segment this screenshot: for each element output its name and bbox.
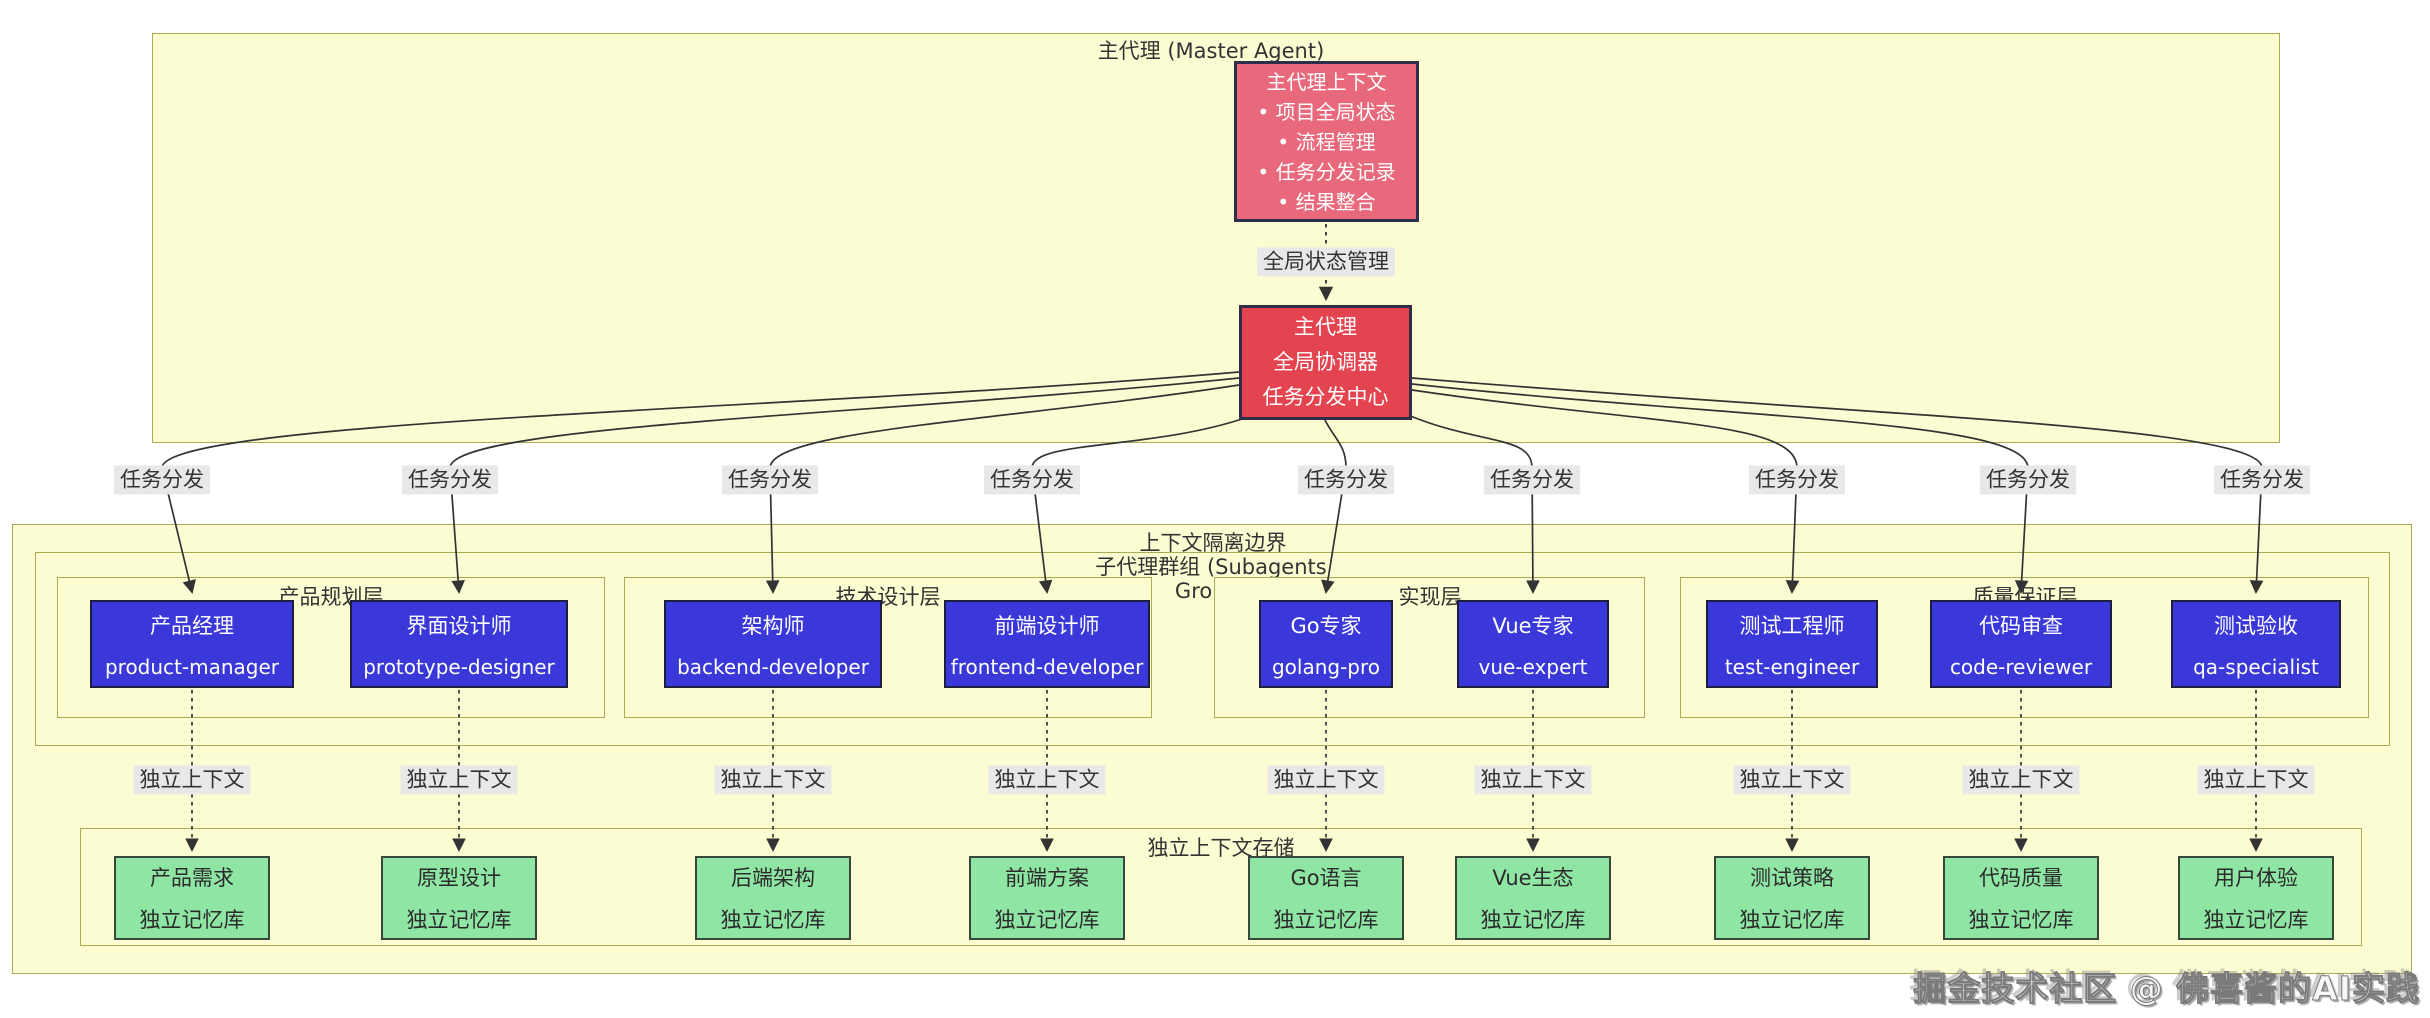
agent-node-code-reviewer: 代码审查 code-reviewer	[1930, 600, 2112, 688]
agent-id: code-reviewer	[1949, 654, 2093, 679]
agent-role: 测试工程师	[1739, 613, 1845, 638]
agent-id: frontend-developer	[950, 654, 1144, 679]
dispatch-edge-label: 任务分发	[1484, 465, 1580, 495]
dispatch-edge-label: 任务分发	[984, 465, 1080, 495]
agent-id: prototype-designer	[363, 654, 555, 679]
memory-store: 独立记忆库	[1273, 908, 1379, 932]
agent-id: test-engineer	[1724, 654, 1860, 679]
independent-context-edge-label: 独立上下文	[2197, 765, 2315, 795]
dispatch-edge-label: 任务分发	[1298, 465, 1394, 495]
master-context-title: 主代理上下文	[1266, 69, 1387, 94]
memory-node-backend-architecture: 后端架构 独立记忆库	[695, 856, 851, 940]
isolation-boundary-label: 上下文隔离边界	[1139, 531, 1287, 555]
master-context-item: • 项目全局状态	[1257, 99, 1396, 124]
agent-role: 界面设计师	[406, 613, 512, 638]
agent-node-vue-expert: Vue专家 vue-expert	[1457, 600, 1609, 688]
agent-id: qa-specialist	[2193, 654, 2319, 679]
memory-store: 独立记忆库	[1739, 908, 1845, 932]
agent-node-golang-pro: Go专家 golang-pro	[1259, 600, 1393, 688]
agent-node-backend-developer: 架构师 backend-developer	[664, 600, 882, 688]
agent-role: 前端设计师	[994, 613, 1100, 638]
memory-node-code-quality: 代码质量 独立记忆库	[1943, 856, 2099, 940]
coordinator-node: 主代理 全局协调器 任务分发中心	[1239, 305, 1412, 420]
independent-context-edge-label: 独立上下文	[1962, 765, 2080, 795]
agent-role: Go专家	[1290, 613, 1362, 638]
memory-topic: 前端方案	[1005, 866, 1089, 890]
memory-store: 独立记忆库	[994, 908, 1100, 932]
memory-topic: 后端架构	[731, 866, 815, 890]
agent-id: backend-developer	[677, 654, 869, 679]
master-context-node: 主代理上下文 • 项目全局状态 • 流程管理 • 任务分发记录 • 结果整合	[1234, 61, 1419, 222]
agent-node-product-manager: 产品经理 product-manager	[90, 600, 294, 688]
memory-store: 独立记忆库	[139, 908, 245, 932]
memory-store: 独立记忆库	[2203, 908, 2309, 932]
agent-id: vue-expert	[1478, 654, 1588, 679]
independent-context-edge-label: 独立上下文	[133, 765, 251, 795]
memory-topic: 原型设计	[417, 866, 501, 890]
coordinator-line: 主代理	[1294, 315, 1357, 339]
memory-topic: 测试策略	[1750, 866, 1834, 890]
agent-node-frontend-developer: 前端设计师 frontend-developer	[944, 600, 1150, 688]
master-agent-section	[152, 33, 2280, 443]
global-state-edge-label: 全局状态管理	[1257, 247, 1395, 277]
memory-topic: Vue生态	[1492, 866, 1574, 890]
dispatch-edge-label: 任务分发	[114, 465, 210, 495]
master-context-item: • 流程管理	[1277, 129, 1376, 154]
master-section-label: 主代理 (Master Agent)	[1097, 39, 1325, 63]
agent-role: 代码审查	[1979, 613, 2063, 638]
memory-node-frontend-solution: 前端方案 独立记忆库	[969, 856, 1125, 940]
dispatch-edge-label: 任务分发	[402, 465, 498, 495]
dispatch-edge-label: 任务分发	[1749, 465, 1845, 495]
agent-role: 架构师	[741, 613, 805, 638]
watermark-text: 掘金技术社区 @ 佛喜酱的AI实践	[1913, 969, 2420, 1009]
memory-node-product-requirements: 产品需求 独立记忆库	[114, 856, 270, 940]
independent-context-edge-label: 独立上下文	[400, 765, 518, 795]
layer-group-label: 实现层	[1398, 585, 1462, 609]
agent-role: 测试验收	[2214, 613, 2298, 638]
independent-context-edge-label: 独立上下文	[988, 765, 1106, 795]
memory-node-user-experience: 用户体验 独立记忆库	[2178, 856, 2334, 940]
memory-node-test-strategy: 测试策略 独立记忆库	[1714, 856, 1870, 940]
coordinator-line: 任务分发中心	[1262, 385, 1389, 409]
agent-role: Vue专家	[1492, 613, 1574, 638]
memory-store: 独立记忆库	[1968, 908, 2074, 932]
dispatch-edge-label: 任务分发	[2214, 465, 2310, 495]
independent-context-edge-label: 独立上下文	[1267, 765, 1385, 795]
independent-context-edge-label: 独立上下文	[1733, 765, 1851, 795]
agent-node-prototype-designer: 界面设计师 prototype-designer	[350, 600, 568, 688]
agent-role: 产品经理	[150, 613, 234, 638]
memory-topic: Go语言	[1290, 866, 1362, 890]
agent-node-test-engineer: 测试工程师 test-engineer	[1706, 600, 1878, 688]
coordinator-line: 全局协调器	[1273, 350, 1378, 374]
memory-node-vue-ecosystem: Vue生态 独立记忆库	[1455, 856, 1611, 940]
memory-store: 独立记忆库	[720, 908, 826, 932]
memory-store: 独立记忆库	[1480, 908, 1586, 932]
dispatch-edge-label: 任务分发	[1980, 465, 2076, 495]
agent-node-qa-specialist: 测试验收 qa-specialist	[2171, 600, 2341, 688]
memory-node-prototype-design: 原型设计 独立记忆库	[381, 856, 537, 940]
memory-topic: 代码质量	[1979, 866, 2063, 890]
independent-context-edge-label: 独立上下文	[714, 765, 832, 795]
memory-topic: 产品需求	[150, 866, 234, 890]
master-context-item: • 任务分发记录	[1257, 159, 1396, 184]
memory-node-go-language: Go语言 独立记忆库	[1248, 856, 1404, 940]
memory-topic: 用户体验	[2214, 866, 2298, 890]
memory-store: 独立记忆库	[406, 908, 512, 932]
master-context-item: • 结果整合	[1277, 189, 1376, 214]
independent-context-edge-label: 独立上下文	[1474, 765, 1592, 795]
agent-id: golang-pro	[1271, 654, 1381, 679]
dispatch-edge-label: 任务分发	[722, 465, 818, 495]
agent-id: product-manager	[104, 654, 280, 679]
